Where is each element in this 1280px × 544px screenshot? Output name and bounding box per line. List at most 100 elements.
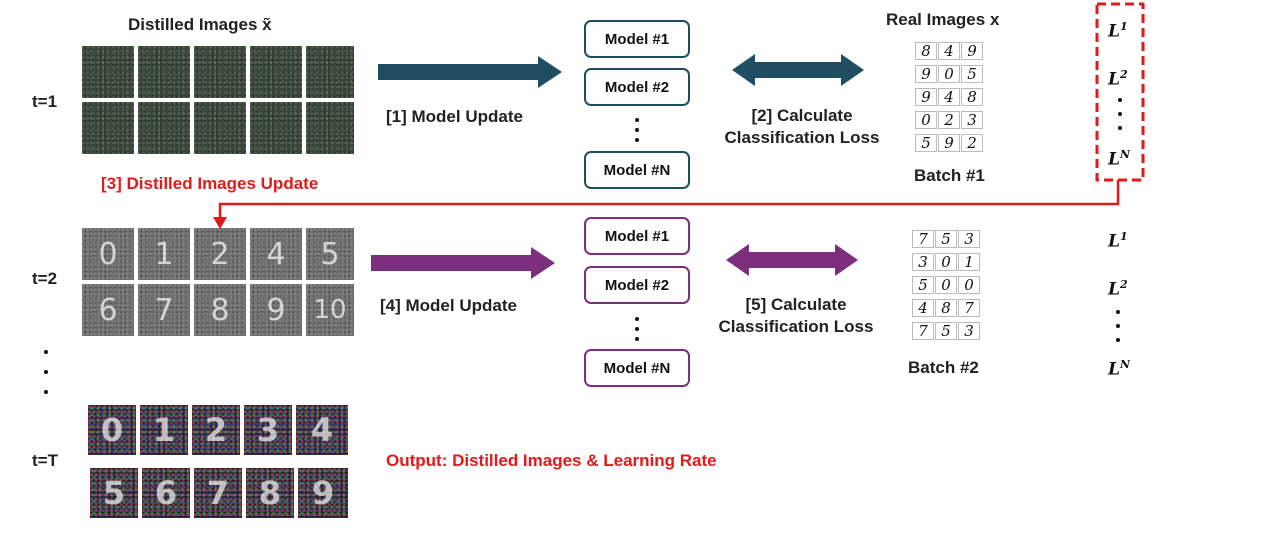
batch2-label: Batch #2 (908, 358, 979, 377)
output-label: Output: Distilled Images & Learning Rate (386, 451, 717, 470)
mnist-digit: 1 (958, 253, 980, 271)
mnist-digit: 0 (935, 276, 957, 294)
time-ellipsis (44, 350, 50, 400)
step5-line1: [5] Calculate (745, 295, 847, 314)
mnist-digit: 8 (961, 88, 983, 106)
loss-n-t1: LN (1108, 148, 1130, 170)
mnist-digit: 9 (915, 65, 937, 83)
t2-label: t=2 (32, 269, 58, 288)
noise-tile (306, 102, 354, 154)
mnist-digit: 4 (938, 88, 960, 106)
loss-1-t2: L1 (1108, 230, 1128, 252)
mnist-digit: 0 (935, 253, 957, 271)
models-ellipsis-t2 (635, 317, 641, 347)
models-ellipsis-t1 (635, 118, 641, 148)
digit-tile: 4 (250, 228, 302, 280)
mnist-digit: 8 (915, 42, 937, 60)
step1-label: [1] Model Update (386, 107, 523, 126)
loss-symbol: L (1108, 359, 1120, 380)
step5-label: [5] Calculate Classification Loss (698, 295, 894, 337)
digit-tile: 10 (306, 284, 354, 336)
loss-2-t1: L2 (1108, 68, 1128, 90)
noise-tile (82, 102, 134, 154)
digit-tile: 3 (244, 405, 292, 455)
digit-tile: 2 (194, 228, 246, 280)
mnist-digit: 3 (958, 230, 980, 248)
loss-ellipsis-t1 (1118, 98, 1124, 136)
model-n-box-t1: Model #N (584, 151, 690, 189)
digit-tile: 5 (90, 468, 138, 518)
step3-label: [3] Distilled Images Update (101, 174, 319, 193)
distilled-images-title: Distilled Images x̃ (128, 15, 272, 34)
noise-tile (138, 102, 190, 154)
loss-symbol: L (1108, 69, 1120, 90)
loss-1-t1: L1 (1108, 20, 1128, 42)
digit-tile: 6 (142, 468, 190, 518)
update-feedback-arrowhead (213, 217, 227, 229)
loss-index: 1 (1119, 20, 1128, 33)
digit-tile: 0 (88, 405, 136, 455)
mnist-digit: 5 (915, 134, 937, 152)
digit-tile: 9 (250, 284, 302, 336)
digit-tile: 2 (192, 405, 240, 455)
real-images-title: Real Images x (886, 10, 1000, 29)
noise-tile (138, 46, 190, 98)
noise-tile (82, 46, 134, 98)
loss-dashed-box (1095, 2, 1145, 182)
digit-tile: 6 (82, 284, 134, 336)
model-2-box-t2: Model #2 (584, 266, 690, 304)
loss-double-arrow-2 (726, 244, 858, 276)
model-update-arrow-1 (378, 56, 562, 88)
model-n-box-t2: Model #N (584, 349, 690, 387)
mnist-digit: 5 (961, 65, 983, 83)
loss-symbol: L (1108, 149, 1120, 170)
batch1-label: Batch #1 (914, 166, 985, 185)
mnist-digit: 7 (912, 230, 934, 248)
digit-tile: 8 (246, 468, 294, 518)
loss-symbol: L (1108, 279, 1120, 300)
t1-label: t=1 (32, 92, 58, 111)
step2-line1: [2] Calculate (751, 106, 853, 125)
mnist-digit: 7 (912, 322, 934, 340)
noise-tile (194, 46, 246, 98)
mnist-digit: 5 (912, 276, 934, 294)
loss-index: 2 (1119, 68, 1128, 81)
mnist-digit: 9 (961, 42, 983, 60)
mnist-digit: 4 (938, 42, 960, 60)
step2-line2: Classification Loss (724, 128, 880, 147)
model-1-box-t1: Model #1 (584, 20, 690, 58)
loss-n-t2: LN (1108, 358, 1130, 380)
loss-index: 2 (1119, 278, 1128, 291)
loss-2-t2: L2 (1108, 278, 1128, 300)
mnist-digit: 7 (958, 299, 980, 317)
mnist-digit: 4 (912, 299, 934, 317)
loss-ellipsis-t2 (1116, 310, 1122, 348)
loss-symbol: L (1108, 231, 1120, 252)
mnist-digit: 9 (915, 88, 937, 106)
mnist-digit: 3 (961, 111, 983, 129)
digit-tile: 4 (296, 405, 348, 455)
mnist-digit: 3 (912, 253, 934, 271)
update-feedback-line (218, 180, 1120, 219)
mnist-digit: 0 (958, 276, 980, 294)
digit-tile: 5 (306, 228, 354, 280)
mnist-digit: 2 (961, 134, 983, 152)
model-update-arrow-2 (371, 247, 555, 279)
loss-index: 1 (1119, 230, 1128, 243)
noise-tile (250, 102, 302, 154)
digit-tile: 0 (82, 228, 134, 280)
digit-tile: 7 (194, 468, 242, 518)
digit-tile: 1 (138, 228, 190, 280)
loss-index: N (1119, 148, 1131, 161)
digit-tile: 1 (140, 405, 188, 455)
step2-label: [2] Calculate Classification Loss (704, 106, 900, 148)
loss-symbol: L (1108, 21, 1120, 42)
model-2-box-t1: Model #2 (584, 68, 690, 106)
mnist-digit: 2 (938, 111, 960, 129)
mnist-digit: 8 (935, 299, 957, 317)
mnist-digit: 9 (938, 134, 960, 152)
noise-tile (306, 46, 354, 98)
digit-tile: 7 (138, 284, 190, 336)
mnist-digit: 0 (915, 111, 937, 129)
